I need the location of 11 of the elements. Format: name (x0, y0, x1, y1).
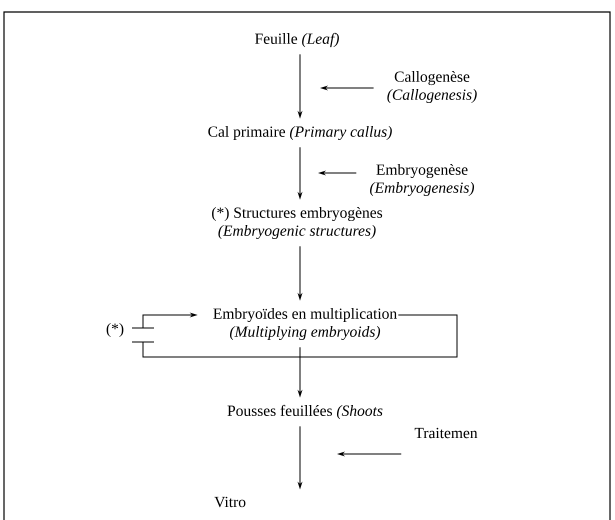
step-label: (*) Structures embryogènes (Embryogenic structures) (212, 206, 382, 240)
step-label: Cal primaire (Primary callus) (208, 126, 392, 140)
step-label: Vitro (214, 496, 246, 508)
step-label: Pousses feuillées (Shoots (228, 404, 382, 420)
loop-arrow (132, 312, 458, 358)
edge-label: (*) (106, 322, 124, 338)
step-label: Callogenèse (Callogenesis) (387, 70, 477, 104)
step-label: Embryogenèse (Embryogenesis) (370, 164, 474, 196)
step-label: Embryoïdes en multiplication (Multiplying embryoids) (213, 308, 397, 340)
step-label: Feuille (Leaf) (255, 32, 339, 48)
step-label: Traitemen (414, 428, 478, 438)
